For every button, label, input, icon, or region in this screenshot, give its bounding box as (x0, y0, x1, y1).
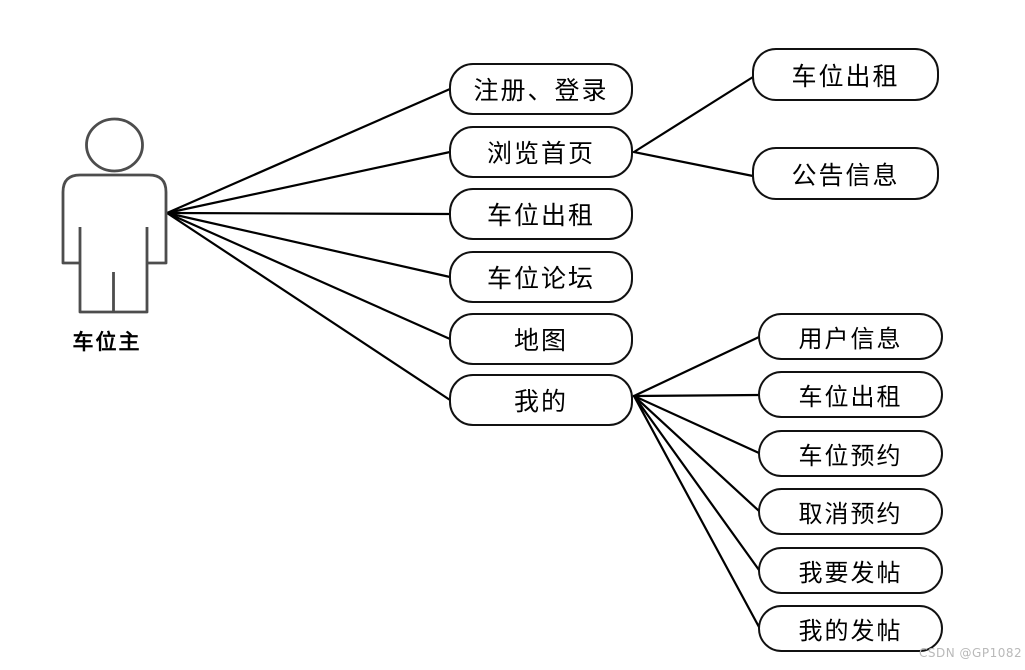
usecase-browse-parking-rent: 车位出租 (752, 48, 939, 101)
usecase-rent-parking: 车位出租 (449, 188, 633, 240)
usecase-parking-forum: 车位论坛 (449, 251, 633, 303)
usecase-map: 地图 (449, 313, 633, 365)
usecase-register-login: 注册、登录 (449, 63, 633, 115)
edge-actor-mine (165, 211, 452, 402)
edge-actor-map (165, 211, 452, 341)
actor-icon (61, 117, 168, 314)
edge-mine-cancel-reservation (632, 394, 761, 513)
edge-mine-create-post (632, 394, 761, 572)
usecase-parking-reservation: 车位预约 (758, 430, 943, 477)
edge-actor-parking-forum (165, 211, 452, 279)
actor-torso (61, 173, 168, 265)
actor-label: 车位主 (72, 330, 142, 354)
edge-actor-browse-home (165, 150, 452, 215)
actor-head (85, 117, 144, 173)
usecase-cancel-reservation: 取消预约 (758, 488, 943, 535)
edge-browse-announcements (632, 150, 755, 178)
edge-mine-user-info (632, 335, 761, 398)
edge-mine-parking-reservation (632, 394, 761, 455)
edge-browse-parking-rent (632, 75, 755, 154)
actor-edges (165, 87, 452, 402)
usecase-create-post: 我要发帖 (758, 547, 943, 594)
usecase-mine-parking-rent: 车位出租 (758, 371, 943, 418)
usecase-user-info: 用户信息 (758, 313, 943, 360)
browse-home-edges (632, 75, 755, 178)
mine-edges (632, 335, 761, 629)
edge-actor-register-login (165, 87, 452, 215)
usecase-announcements: 公告信息 (752, 147, 939, 200)
usecase-browse-home: 浏览首页 (449, 126, 633, 178)
usecase-mine: 我的 (449, 374, 633, 426)
csdn-watermark: CSDN @GP1082 (919, 646, 1023, 660)
edge-mine-parking-rent (632, 393, 761, 398)
usecase-my-posts: 我的发帖 (758, 605, 943, 652)
edge-mine-my-posts (632, 394, 761, 629)
edge-actor-rent-parking (165, 211, 452, 216)
